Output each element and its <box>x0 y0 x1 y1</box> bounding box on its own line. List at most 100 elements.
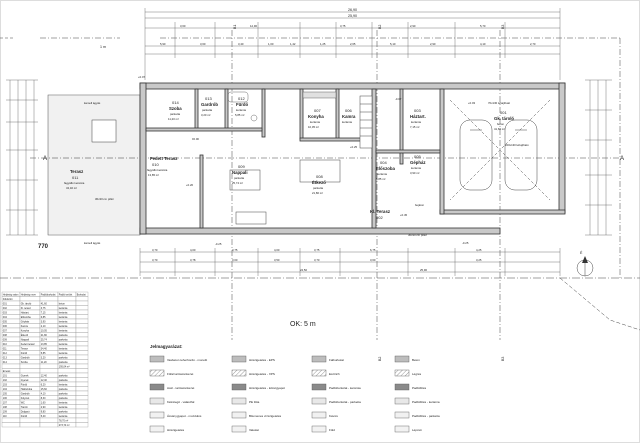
table-row-cell: parketta <box>59 361 68 364</box>
room-003: 003 Háztart. kerámia 7,15 m² <box>410 108 426 129</box>
table-cell <box>75 341 89 347</box>
table-row-cell: beton <box>59 302 66 305</box>
table-row-cell: Fürdő <box>21 352 28 355</box>
svg-text:6,75: 6,75 <box>370 248 376 252</box>
dim-sub-9: 2,90 <box>430 42 436 46</box>
room-002: Kl. Terasz 002 <box>370 209 390 220</box>
toilet <box>250 114 258 122</box>
table-row-cell: 104 <box>3 388 8 391</box>
legend-swatch <box>311 397 327 405</box>
table-row-cell: Gardrób <box>21 356 30 359</box>
svg-text:001: 001 <box>500 110 507 115</box>
table-row-cell: 2,90 <box>41 406 46 409</box>
svg-text:parketta: parketta <box>202 108 213 112</box>
legend-item-label: Padlóburkolat - kerámia <box>329 386 361 390</box>
svg-text:-0.07: -0.07 <box>395 97 402 101</box>
legend-item-label: Ásványgyapot - mozdulós <box>167 414 202 418</box>
right-dimension-chain <box>585 79 612 236</box>
table-row-cell: Előszoba <box>21 316 32 319</box>
axis-a-right: A <box>620 156 624 162</box>
table-header-cell: Burkolat <box>77 293 86 296</box>
table-header-cell: Helyiség neve <box>21 293 37 296</box>
table-row-cell: 005 <box>3 320 8 323</box>
table-row-cell: 12,40 <box>41 379 48 382</box>
table-row-cell: 105 <box>3 392 8 395</box>
living-tv-unit <box>235 211 267 225</box>
legend-swatch <box>311 355 327 363</box>
legend-swatch <box>231 369 247 377</box>
legend-item-label: Kétrétegű - válaszfal <box>167 400 195 404</box>
table-row-cell: 006 <box>3 325 8 328</box>
table-row-cell: parketta <box>59 397 68 400</box>
svg-text:002: 002 <box>376 215 383 220</box>
svg-text:3,60: 3,60 <box>370 258 376 262</box>
table-row-cell: Kl. terasz <box>21 307 32 310</box>
svg-text:7,15 m²: 7,15 m² <box>410 125 420 129</box>
table-cell <box>39 417 59 423</box>
axis-a-left: A <box>43 156 47 162</box>
table-row-cell: 4,10 <box>41 392 46 395</box>
dim-seg-1: 3,60 <box>180 24 186 28</box>
legend-swatch <box>394 397 410 405</box>
table-cell <box>75 368 89 374</box>
table-row-cell: Szoba <box>21 361 28 364</box>
table-cell <box>75 354 89 360</box>
note-pillar-right: 30x30 cm pillér <box>408 233 427 237</box>
left-dimension-chain <box>6 79 38 236</box>
legend-item-label: Vakolat <box>249 428 259 432</box>
svg-text:003: 003 <box>414 108 421 113</box>
north-arrow: É <box>576 250 594 277</box>
svg-text:007: 007 <box>314 108 321 113</box>
legend-swatch <box>149 411 165 419</box>
table-row-cell: 2,10 <box>41 325 46 328</box>
note-flowerbed-top: kamell ágyás <box>84 101 101 105</box>
table-row-cell: 107 <box>3 401 8 404</box>
legend-item-label: Lépcső <box>412 428 422 432</box>
table-row-cell: Gk. tároló <box>21 302 32 305</box>
table-cell <box>1 422 21 428</box>
table-cell <box>75 323 89 329</box>
table-row-cell: 3,90 <box>41 320 46 323</box>
svg-text:4,25: 4,25 <box>476 248 482 252</box>
table-cell <box>75 309 89 315</box>
svg-text:parketta: parketta <box>170 112 181 116</box>
table-row-cell: Gyerek <box>21 374 30 377</box>
svg-text:11,20 m²: 11,20 m² <box>168 117 179 121</box>
table-cell <box>19 296 41 302</box>
svg-text:13,85 m²: 13,85 m² <box>148 173 159 177</box>
table-cell <box>75 305 89 311</box>
dim-overall: 26,90 <box>348 8 357 12</box>
svg-text:24,50: 24,50 <box>300 268 307 272</box>
label-770: 770 <box>38 244 49 250</box>
svg-text:21,80 m²: 21,80 m² <box>312 191 323 195</box>
table-row-cell: kerámia <box>59 316 68 319</box>
svg-text:3,78: 3,78 <box>190 258 196 262</box>
table-row-cell: Gyerek <box>21 379 30 382</box>
table-row-cell: 014 <box>3 361 8 364</box>
svg-text:Terasz: Terasz <box>70 169 83 174</box>
bathtub <box>227 91 249 103</box>
svg-text:3,75: 3,75 <box>232 248 238 252</box>
svg-text:±0.00: ±0.00 <box>192 137 199 141</box>
svg-text:Étkező: Étkező <box>312 180 326 185</box>
axis-b2-bottom: B2 <box>378 357 382 361</box>
table-row-cell: 009 <box>3 338 8 341</box>
table-cell <box>19 363 41 369</box>
table-cell <box>75 404 89 410</box>
legend-swatch <box>149 383 165 391</box>
note-garage-door-2: 220x130 lehajtható <box>505 143 529 147</box>
dim-seg-4: 2,90 <box>410 24 416 28</box>
dim-seg-2: 12,90 <box>250 24 257 28</box>
svg-text:4,00: 4,00 <box>190 248 196 252</box>
svg-text:3,70: 3,70 <box>314 258 320 262</box>
table-cell <box>75 300 89 306</box>
table-row-cell: kerámia <box>59 347 68 350</box>
room-009: 009 Nappali parketta 25,74 m² <box>232 164 248 185</box>
table-row-cell: 6,85 <box>41 316 46 319</box>
svg-text:fagyálló kerámia: fagyálló kerámia <box>64 181 85 185</box>
table-row-cell: parketta <box>59 379 68 382</box>
table-row-cell: parketta <box>59 388 68 391</box>
svg-text:kerámia: kerámia <box>342 120 352 124</box>
table-row-cell: 8,30 <box>41 397 46 400</box>
